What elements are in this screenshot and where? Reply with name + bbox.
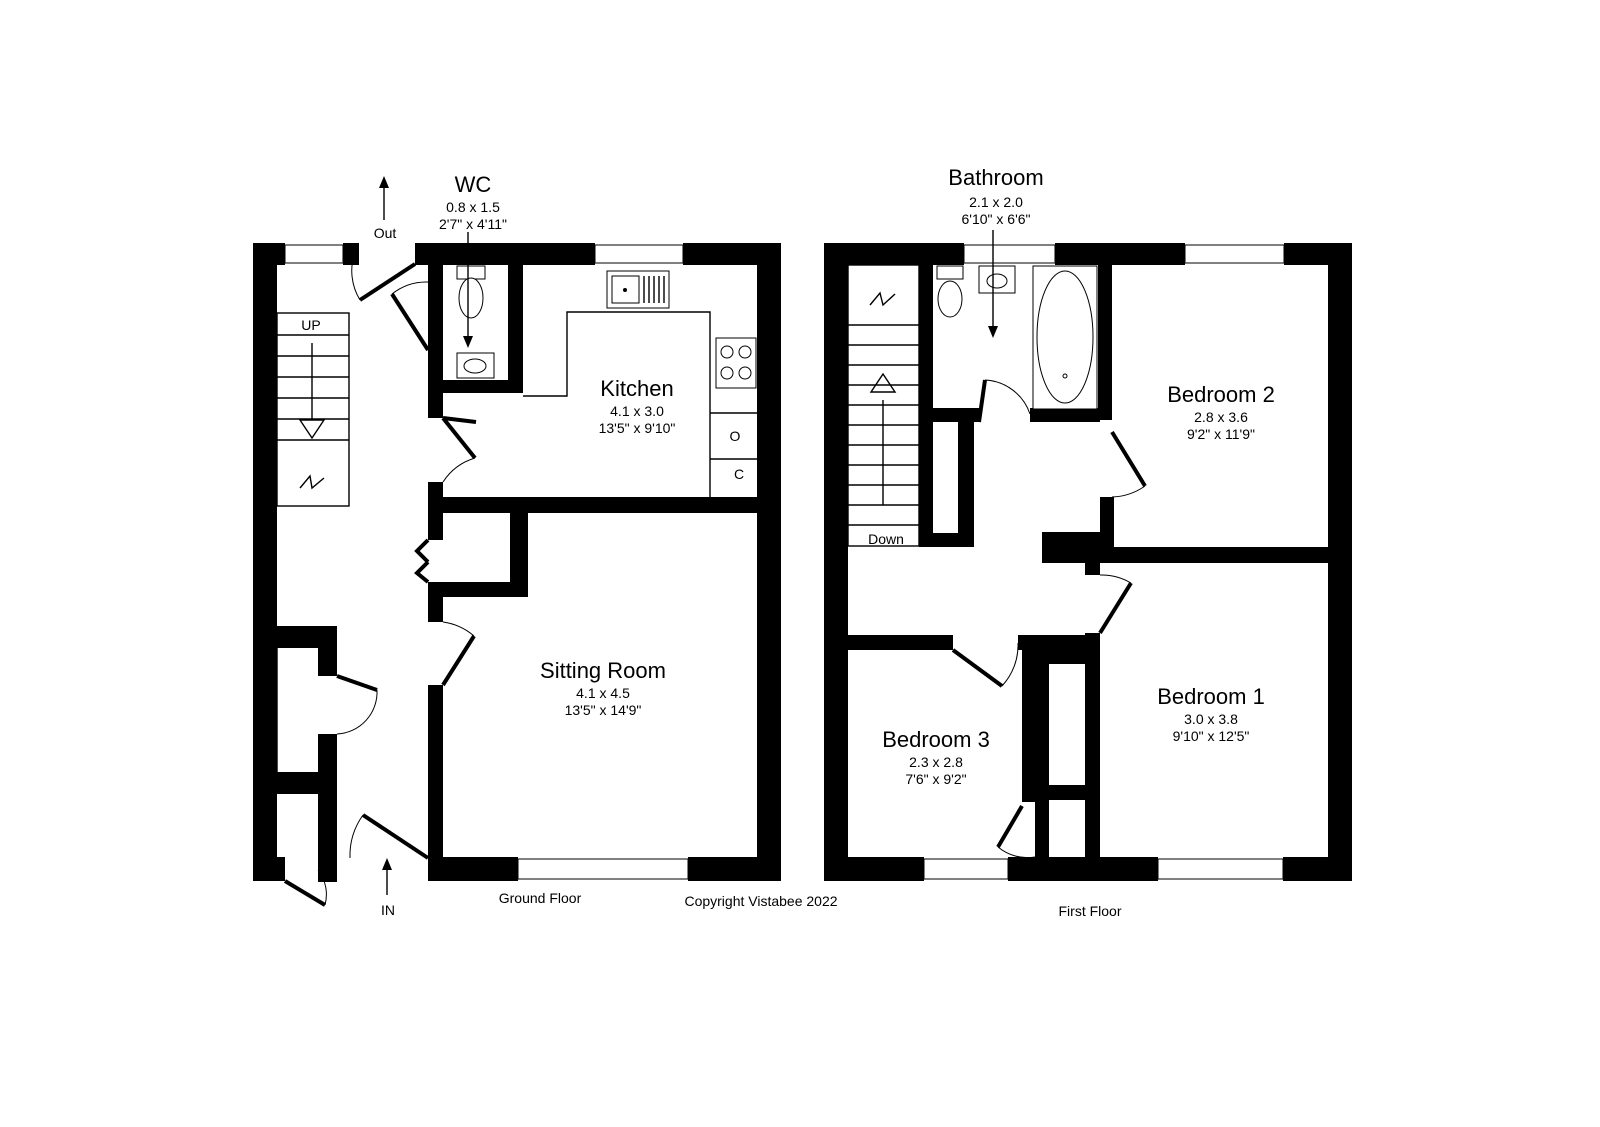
oven-label: O (729, 428, 741, 444)
window (963, 244, 1056, 264)
ground-floor-plan (253, 176, 781, 907)
first-floor-plan (824, 230, 1352, 881)
window (1184, 244, 1285, 264)
staircase (276, 312, 350, 507)
window (1157, 858, 1284, 880)
window (923, 858, 1009, 880)
wc-imperial: 2'7" x 4'11" (439, 216, 507, 232)
bedroom-1-imperial: 9'10" x 12'5" (1172, 728, 1250, 744)
stairs-up-label: UP (301, 317, 321, 333)
bedroom-3-title: Bedroom 3 (882, 727, 990, 752)
wc-title: WC (454, 172, 492, 197)
staircase (847, 264, 920, 547)
cupboard-label: C (733, 466, 745, 482)
kitchen-imperial: 13'5" x 9'10" (598, 420, 676, 436)
stairs-down-label: Down (868, 531, 904, 547)
wc-metric: 0.8 x 1.5 (446, 199, 500, 215)
copyright: Copyright Vistabee 2022 (684, 893, 838, 909)
bathroom-metric: 2.1 x 2.0 (969, 194, 1023, 210)
bathroom-title: Bathroom (948, 165, 1044, 190)
kitchen-metric: 4.1 x 3.0 (610, 403, 664, 419)
bathroom-imperial: 6'10" x 6'6" (961, 211, 1031, 227)
window (517, 858, 689, 880)
sitting-room-title: Sitting Room (540, 658, 666, 683)
window (594, 244, 684, 264)
kitchen-title: Kitchen (600, 376, 674, 401)
sitting-room-metric: 4.1 x 4.5 (576, 685, 630, 701)
bedroom-1-title: Bedroom 1 (1157, 684, 1265, 709)
bedroom-2-title: Bedroom 2 (1167, 382, 1275, 407)
in-label: IN (381, 902, 395, 918)
ground-floor-label: Ground Floor (498, 890, 582, 906)
sitting-room-imperial: 13'5" x 14'9" (564, 702, 642, 718)
out-label: Out (373, 225, 397, 241)
bedroom-3-metric: 2.3 x 2.8 (909, 754, 963, 770)
bedroom-3-imperial: 7'6" x 9'2" (905, 771, 967, 787)
bedroom-2-imperial: 9'2" x 11'9" (1187, 426, 1255, 442)
window (284, 244, 344, 264)
first-floor-label: First Floor (1058, 903, 1122, 919)
bedroom-1-metric: 3.0 x 3.8 (1184, 711, 1238, 727)
bedroom-2-metric: 2.8 x 3.6 (1194, 409, 1248, 425)
